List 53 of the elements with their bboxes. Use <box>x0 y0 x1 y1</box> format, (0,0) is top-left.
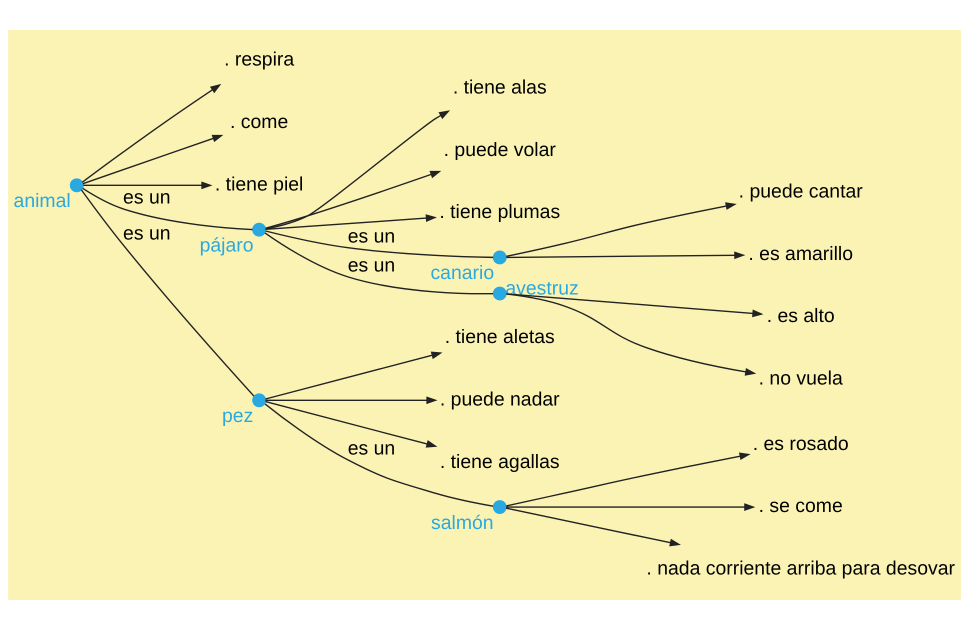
node-text: . es amarillo <box>748 242 854 265</box>
arrow <box>82 134 224 184</box>
arrow <box>506 293 756 376</box>
arrow <box>265 170 442 229</box>
arrow <box>265 214 437 230</box>
edge-label: es un <box>348 438 396 460</box>
connector <box>264 232 494 294</box>
edge-label: es un <box>348 225 396 248</box>
arrow <box>265 396 438 404</box>
node-circle <box>492 250 507 264</box>
arrow <box>266 110 450 230</box>
arrow <box>83 181 212 190</box>
node-text: . no vuela <box>758 368 843 390</box>
node-text: . tiene piel <box>214 173 304 196</box>
arrow <box>265 352 442 400</box>
node-text: . tiene agallas <box>440 450 560 473</box>
connector <box>82 188 253 230</box>
arrow <box>506 507 681 546</box>
arrow <box>265 400 438 448</box>
node-text: . puede volar <box>444 138 556 161</box>
node-text: . se come <box>758 495 843 518</box>
node-circle <box>492 500 507 514</box>
node-text: . es alto <box>766 305 835 328</box>
node-text: . puede nadar <box>440 388 560 410</box>
node-circle <box>492 286 507 300</box>
node-circle <box>252 222 266 237</box>
node-label: avestruz <box>505 277 579 300</box>
node-label: salmón <box>431 512 494 534</box>
node-text: . tiene aletas <box>444 326 555 348</box>
node-label: pez <box>222 405 254 428</box>
node-label: pájaro <box>200 234 254 256</box>
edge-label: es un <box>123 186 171 209</box>
connector <box>265 230 494 258</box>
edge-label: es un <box>348 254 396 277</box>
arrow <box>506 202 737 258</box>
node-text: . es rosado <box>752 432 849 455</box>
arrow <box>82 84 222 183</box>
node-text: . nada corriente arriba para desovar <box>646 558 955 580</box>
node-text: . respira <box>224 48 294 71</box>
edge-label: es un <box>123 222 171 245</box>
arrow <box>506 251 746 260</box>
arrow <box>506 503 756 511</box>
connector <box>80 189 254 397</box>
node-circle <box>70 178 84 192</box>
node-text: . puede cantar <box>738 180 863 202</box>
connector <box>264 403 494 507</box>
arrow <box>506 452 751 507</box>
node-text: . tiene alas <box>452 76 547 98</box>
node-label: animal <box>14 190 71 212</box>
node-circle <box>252 393 266 408</box>
node-text: . tiene plumas <box>439 201 560 224</box>
node-label: canario <box>430 262 494 284</box>
node-text: . come <box>230 111 288 134</box>
